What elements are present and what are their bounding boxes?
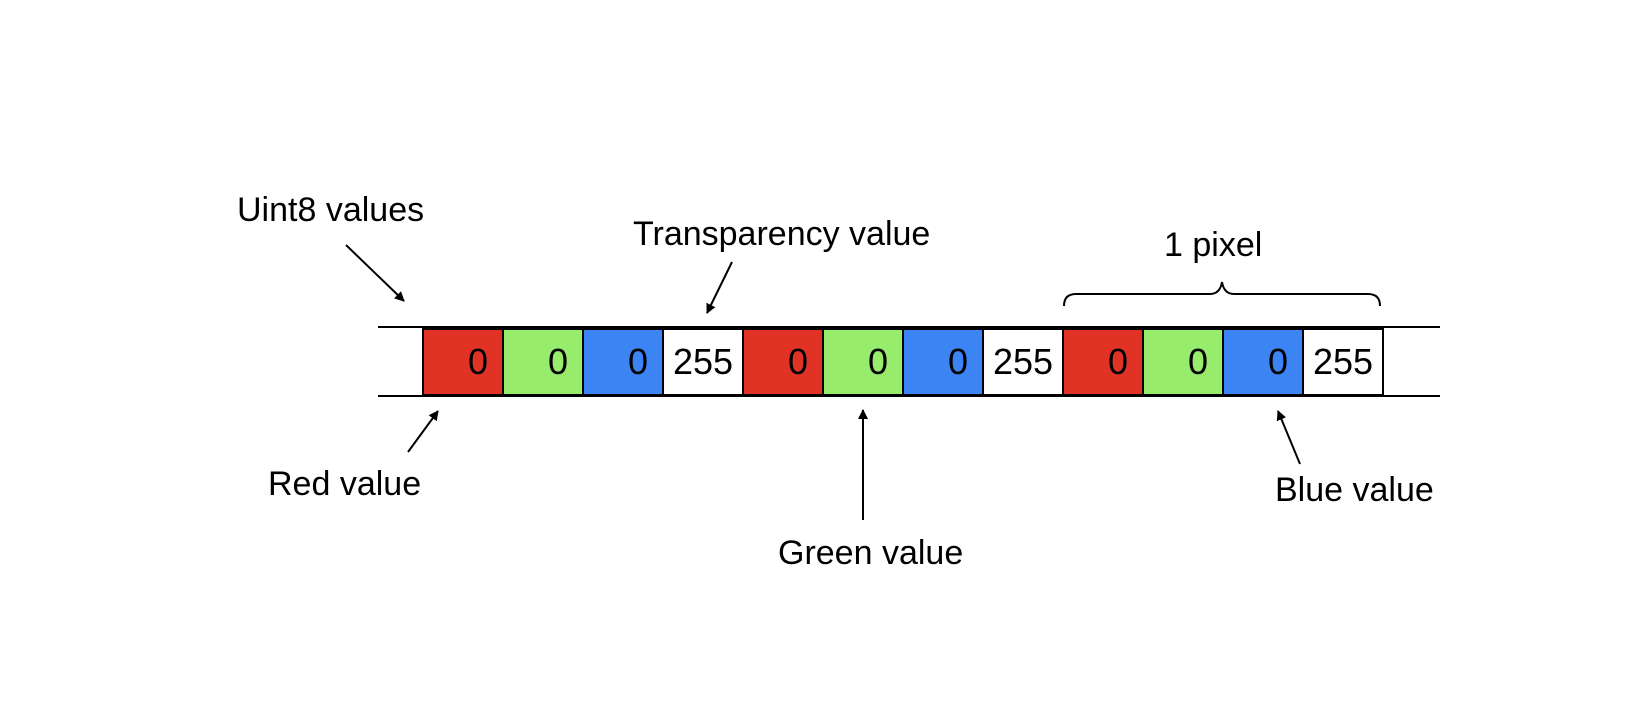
byte-cell-value: 0 <box>1267 341 1288 382</box>
byte-cell-value: 255 <box>672 341 734 382</box>
byte-cell-value: 255 <box>992 341 1054 382</box>
blue-arrow <box>1276 410 1301 465</box>
byte-cell-green: 0 <box>502 328 584 396</box>
byte-cell-value: 0 <box>867 341 888 382</box>
transparency-arrow <box>706 261 733 314</box>
byte-cell-red: 0 <box>742 328 824 396</box>
byte-cell-value: 0 <box>787 341 808 382</box>
byte-cell-alpha: 255 <box>662 328 744 396</box>
byte-cell-value: 0 <box>1187 341 1208 382</box>
transparency-value-label: Transparency value <box>633 215 931 253</box>
byte-cell-value: 0 <box>947 341 968 382</box>
byte-cell-green: 0 <box>822 328 904 396</box>
red-value-label: Red value <box>268 465 422 503</box>
byte-cell-blue: 0 <box>1222 328 1304 396</box>
byte-cell-value: 255 <box>1312 341 1374 382</box>
byte-cell-red: 0 <box>1062 328 1144 396</box>
byte-cell-alpha: 255 <box>1302 328 1384 396</box>
pixel-brace <box>1063 281 1381 307</box>
byte-cell-value: 0 <box>1107 341 1128 382</box>
uint8-values-label: Uint8 values <box>237 191 425 229</box>
byte-cell-value: 0 <box>467 341 488 382</box>
byte-cell-blue: 0 <box>902 328 984 396</box>
one-pixel-label: 1 pixel <box>1164 226 1263 264</box>
red-arrow <box>407 410 439 453</box>
byte-cell-alpha: 255 <box>982 328 1064 396</box>
byte-cell-value: 0 <box>627 341 648 382</box>
byte-cell-green: 0 <box>1142 328 1224 396</box>
byte-cell-blue: 0 <box>582 328 664 396</box>
uint8-arrow <box>345 244 405 302</box>
green-value-label: Green value <box>778 534 964 572</box>
byte-cell-value: 0 <box>547 341 568 382</box>
blue-value-label: Blue value <box>1275 471 1434 509</box>
byte-cell-red: 0 <box>422 328 504 396</box>
